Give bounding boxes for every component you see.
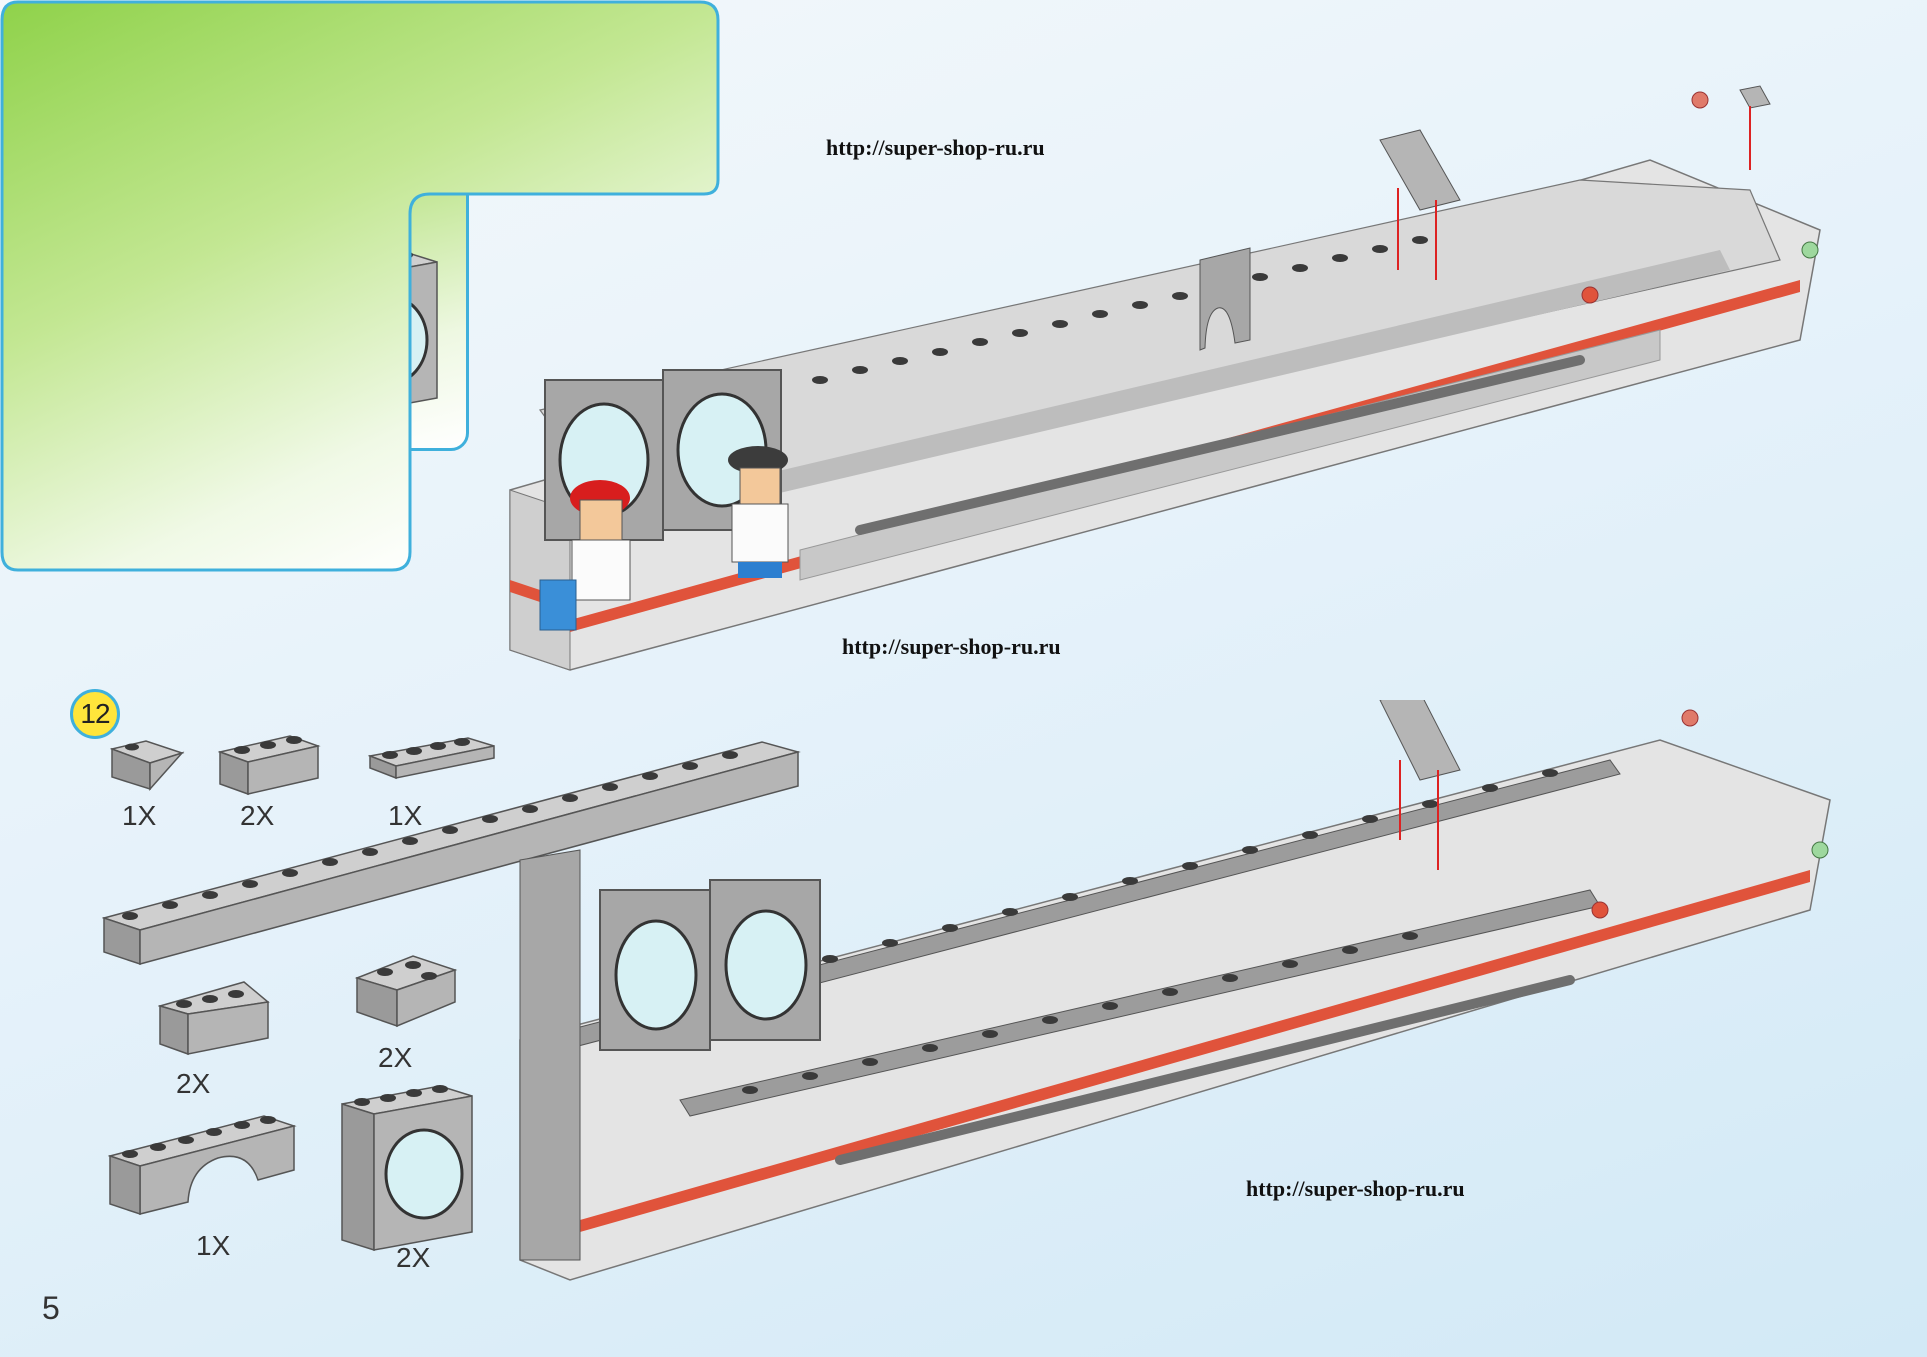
plate-1x4-icon	[368, 737, 495, 780]
arch-brick-1x6-icon	[108, 1115, 297, 1216]
watermark-url: http://super-shop-ru.ru	[842, 634, 1061, 659]
wedge-brick-right-icon	[355, 955, 458, 1028]
part-qty: 2X	[378, 1042, 413, 1073]
part-qty: 1X	[388, 800, 423, 831]
step-12-parts-panel	[0, 0, 720, 574]
step-11-model-illustration	[509, 85, 1821, 671]
page-number: 5	[42, 1290, 60, 1326]
watermark-url: http://super-shop-ru.ru	[1246, 1176, 1465, 1201]
window-frame-porthole-icon	[341, 1085, 473, 1252]
part-qty: 2X	[240, 800, 275, 831]
watermark-url: http://super-shop-ru.ru	[826, 135, 1045, 160]
part-qty: 2X	[176, 1068, 211, 1099]
wedge-brick-left-icon	[158, 981, 270, 1056]
step-12-model-illustration	[519, 700, 1831, 1281]
brick-1x3-icon	[218, 735, 321, 796]
slope-brick-icon	[110, 740, 185, 791]
step-12-panel-shape	[0, 0, 720, 572]
brick-1x16-long-icon	[102, 741, 801, 966]
part-qty: 1X	[122, 800, 157, 831]
part-qty: 2X	[396, 1242, 431, 1273]
part-qty: 1X	[196, 1230, 231, 1261]
step-12-badge: 12	[70, 689, 120, 739]
